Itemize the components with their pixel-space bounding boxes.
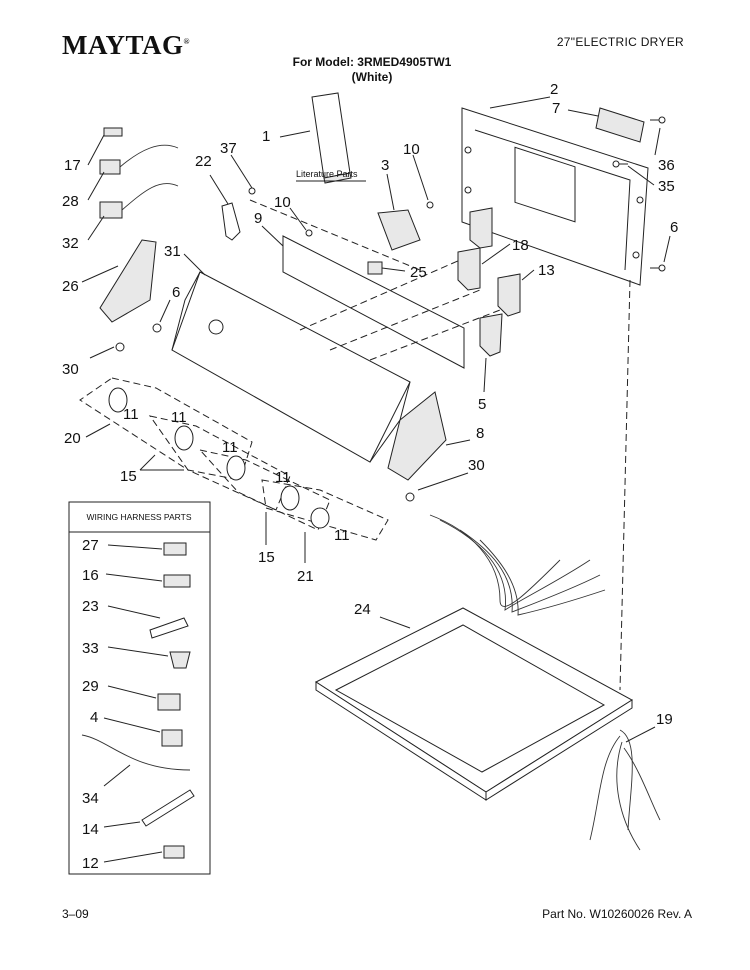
part-right-endcap <box>387 391 447 481</box>
date-code: 3–09 <box>62 907 89 921</box>
part-small-switch <box>367 261 383 275</box>
callout-leaders <box>81 96 671 863</box>
callout-7: 7 <box>552 100 560 117</box>
callout-22: 22 <box>195 153 212 170</box>
callout-15-left: 15 <box>120 468 137 485</box>
part-console-back-panel <box>461 107 649 286</box>
literature-parts-label: Literature Parts <box>296 169 358 179</box>
callout-37: 37 <box>220 140 237 157</box>
callout-9: 9 <box>254 210 262 227</box>
part-left-endcap <box>99 239 157 323</box>
part-control-board <box>595 107 645 143</box>
assembly-guide-lines <box>249 199 631 691</box>
callout-11-b: 11 <box>171 409 187 426</box>
callout-10-top: 10 <box>403 141 420 158</box>
callout-34: 34 <box>82 790 99 807</box>
callout-36: 36 <box>658 157 675 174</box>
callout-11-d: 11 <box>275 469 291 486</box>
callout-27: 27 <box>82 537 99 554</box>
callout-11-c: 11 <box>222 439 238 456</box>
knob-assemblies <box>79 377 389 541</box>
part-number: Part No. W10260026 Rev. A <box>542 907 692 921</box>
callout-21: 21 <box>297 568 314 585</box>
brand-logo: MAYTAG® <box>62 30 190 61</box>
trademark-mark: ® <box>183 37 190 46</box>
model-heading: For Model: 3RMED4905TW1 (White) <box>272 55 472 85</box>
callout-11-e: 11 <box>334 527 350 544</box>
callout-30-right: 30 <box>468 457 485 474</box>
callout-29: 29 <box>82 678 99 695</box>
callout-10-left: 10 <box>274 194 291 211</box>
callout-11-a: 11 <box>123 406 139 423</box>
callout-24: 24 <box>354 601 371 618</box>
callout-32: 32 <box>62 235 79 252</box>
callout-3: 3 <box>381 157 389 174</box>
part-switch-bracket <box>282 235 465 369</box>
callout-1: 1 <box>262 128 270 145</box>
callout-26: 26 <box>62 278 79 295</box>
callout-14: 14 <box>82 821 99 838</box>
callout-12: 12 <box>82 855 99 872</box>
part-screws <box>152 116 666 333</box>
callout-2: 2 <box>550 81 558 98</box>
callout-6-right: 6 <box>670 219 678 236</box>
callout-17: 17 <box>64 157 81 174</box>
callout-15-right: 15 <box>258 549 275 566</box>
callout-8: 8 <box>476 425 484 442</box>
callout-numbers: 1 2 3 4 5 6 6 7 8 9 10 10 11 11 11 11 11… <box>62 81 678 872</box>
model-color: (White) <box>351 70 393 84</box>
part-clip-left <box>115 342 125 352</box>
part-clip-right <box>405 492 415 502</box>
wiring-harness-title: WIRING HARNESS PARTS <box>86 512 191 522</box>
callout-35: 35 <box>658 178 675 195</box>
callout-16: 16 <box>82 567 99 584</box>
callout-23: 23 <box>82 598 99 615</box>
brand-name: MAYTAG <box>62 30 184 60</box>
callout-30-left: 30 <box>62 361 79 378</box>
callout-33: 33 <box>82 640 99 657</box>
callout-31: 31 <box>164 243 181 260</box>
model-number: For Model: 3RMED4905TW1 <box>292 55 452 69</box>
part-harness-connectors <box>99 127 179 219</box>
callout-13: 13 <box>538 262 555 279</box>
callout-28: 28 <box>62 193 79 210</box>
part-rotary-switches <box>457 207 521 357</box>
callout-25: 25 <box>410 264 427 281</box>
part-timer <box>377 209 421 251</box>
callout-20: 20 <box>64 430 81 447</box>
callout-18: 18 <box>512 237 529 254</box>
part-bracket <box>221 202 241 241</box>
callout-19: 19 <box>656 711 673 728</box>
callout-5: 5 <box>478 396 486 413</box>
wiring-harness-parts-box <box>68 501 211 875</box>
callout-4: 4 <box>90 709 98 726</box>
part-top-panel <box>314 607 633 801</box>
product-type: 27"ELECTRIC DRYER <box>556 35 684 49</box>
callout-6-left: 6 <box>172 284 180 301</box>
part-wiring-harnesses <box>429 514 661 851</box>
